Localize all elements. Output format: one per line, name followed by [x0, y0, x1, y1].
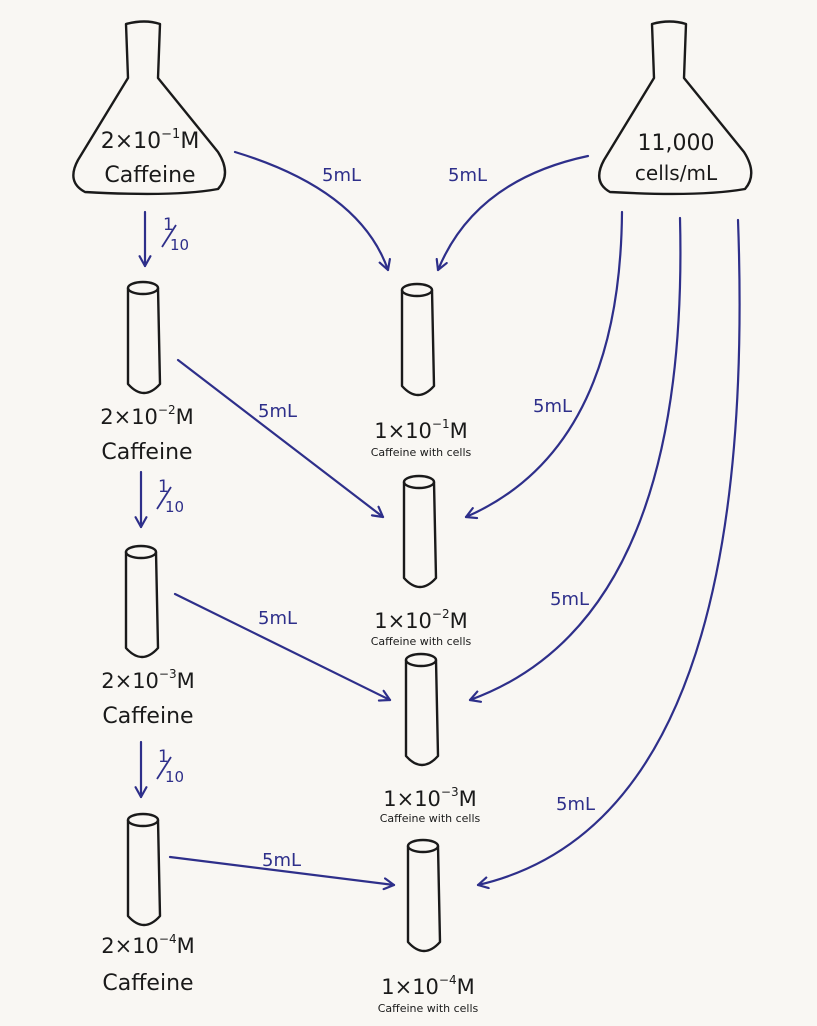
test-tube-icon — [406, 844, 442, 953]
tube-1-name: Caffeine — [101, 440, 192, 465]
transfer-caffeine-to-mix-1: 5mL — [233, 150, 391, 272]
curved-arrow-icon — [468, 216, 682, 703]
straight-arrow-icon — [168, 855, 396, 891]
mix-3-description: Caffeine with cells — [380, 812, 481, 825]
dilution-step-2: 1 10 — [134, 470, 184, 529]
mix-2-concentration: 1×10−2M — [374, 607, 468, 633]
test-tube-icon — [124, 550, 160, 659]
transfer-tube-2-to-mix-3: 5mL — [173, 592, 392, 702]
dilution-factor-den: 10 — [165, 498, 184, 516]
flask-outline-icon — [72, 20, 227, 196]
volume-label: 5mL — [533, 396, 572, 417]
transfer-tube-1-to-mix-2: 5mL — [176, 358, 385, 519]
mix-4-concentration: 1×10−4M — [381, 973, 475, 999]
cell-stock-count: 11,000 — [638, 131, 715, 156]
transfer-tube-3-to-mix-4: 5mL — [168, 850, 396, 891]
mix-tube-2: 1×10−2M Caffeine with cells — [371, 474, 472, 648]
tube-rim — [126, 280, 160, 296]
cell-stock-flask: 11,000 cells/mL — [598, 20, 753, 196]
straight-arrow-icon — [173, 592, 392, 702]
tube-rim — [400, 282, 434, 298]
dilution-factor-num: 1 — [158, 477, 169, 497]
tube-rim — [124, 544, 158, 560]
dilution-tube-2: 2×10−3M Caffeine — [101, 544, 195, 729]
tube-2-name: Caffeine — [102, 704, 193, 729]
mix-1-concentration: 1×10−1M — [374, 417, 468, 443]
test-tube-icon — [126, 818, 162, 927]
volume-label: 5mL — [556, 794, 595, 815]
dilution-factor-num: 1 — [163, 215, 174, 235]
test-tube-icon — [126, 286, 162, 395]
tube-rim — [402, 474, 436, 490]
volume-label: 5mL — [448, 165, 487, 186]
transfer-cells-to-mix-3: 5mL — [468, 216, 682, 703]
dilution-factor-num: 1 — [158, 747, 169, 767]
mix-tube-1: 1×10−1M Caffeine with cells — [371, 282, 472, 459]
flask-outline-icon — [598, 20, 753, 196]
volume-label: 5mL — [258, 608, 297, 629]
mix-2-description: Caffeine with cells — [371, 635, 472, 648]
volume-label: 5mL — [322, 165, 361, 186]
curved-arrow-icon — [233, 150, 391, 272]
caffeine-stock-flask: 2×10−1M Caffeine — [72, 20, 227, 196]
mix-3-concentration: 1×10−3M — [383, 785, 477, 811]
dilution-tube-1: 2×10−2M Caffeine — [100, 280, 194, 465]
tube-rim — [404, 652, 438, 668]
dilution-step-1: 1 10 — [138, 210, 189, 268]
volume-label: 5mL — [262, 850, 301, 871]
tube-rim — [406, 838, 440, 854]
tube-3-name: Caffeine — [102, 971, 193, 996]
tube-1-concentration: 2×10−2M — [100, 403, 194, 429]
mix-tube-4: 1×10−4M Caffeine with cells — [378, 838, 479, 1015]
transfer-cells-to-mix-4: 5mL — [476, 218, 741, 890]
dilution-step-3: 1 10 — [134, 740, 184, 799]
straight-arrow-icon — [176, 358, 385, 519]
dilution-tube-3: 2×10−4M Caffeine — [101, 812, 195, 996]
curved-arrow-icon — [476, 218, 741, 890]
mix-tube-3: 1×10−3M Caffeine with cells — [380, 652, 481, 825]
volume-label: 5mL — [258, 401, 297, 422]
fraction-slash — [156, 756, 172, 780]
dilution-factor-den: 10 — [170, 236, 189, 254]
caffeine-stock-name: Caffeine — [104, 163, 195, 188]
transfer-cells-to-mix-2: 5mL — [464, 210, 624, 520]
mix-1-description: Caffeine with cells — [371, 446, 472, 459]
tube-2-concentration: 2×10−3M — [101, 667, 195, 693]
tube-rim — [126, 812, 160, 828]
dilution-factor-den: 10 — [165, 768, 184, 786]
fraction-slash — [161, 224, 177, 248]
test-tube-icon — [402, 480, 438, 589]
tube-3-concentration: 2×10−4M — [101, 932, 195, 958]
cell-stock-unit: cells/mL — [635, 161, 718, 185]
curved-arrow-icon — [435, 154, 590, 272]
test-tube-icon — [400, 288, 436, 397]
transfer-cells-to-mix-1: 5mL — [435, 154, 590, 272]
curved-arrow-icon — [464, 210, 624, 520]
fraction-slash — [156, 486, 172, 510]
caffeine-stock-concentration: 2×10−1M — [101, 127, 200, 154]
mix-4-description: Caffeine with cells — [378, 1002, 479, 1015]
test-tube-icon — [404, 658, 440, 767]
volume-label: 5mL — [550, 589, 589, 610]
